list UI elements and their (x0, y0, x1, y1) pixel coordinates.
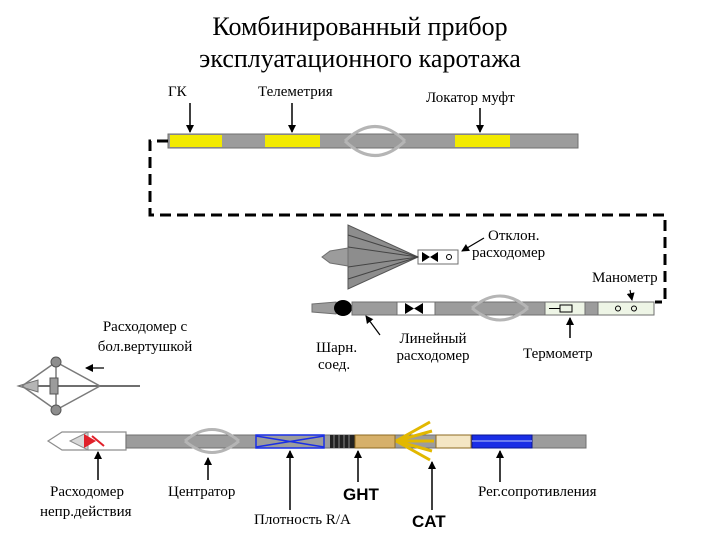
deflector-flowmeter (321, 224, 459, 290)
label-spinner-flowmeter-2: бол.вертушкой (97, 339, 193, 355)
label-hinge-joint-1: Шарн. (316, 340, 358, 356)
telemetry-section (265, 135, 320, 147)
arrow-icon (626, 289, 635, 301)
label-spinner-flowmeter-1: Расходомер с (102, 319, 188, 335)
label-collar-locator: Локатор муфт (426, 90, 515, 106)
label-deflector-flowmeter-1: Отклон. (488, 228, 540, 244)
cone-icon (347, 224, 420, 290)
centralizer-bow-icon (471, 294, 529, 322)
label-continuous-flowmeter-2: непр.действия (40, 504, 132, 520)
spinner-flowmeter (16, 356, 140, 416)
label-manometer: Манометр (592, 270, 658, 286)
label-telemetry: Телеметрия (258, 84, 333, 100)
label-continuous-flowmeter-1: Расходомер (50, 484, 124, 500)
gk-section (170, 135, 222, 147)
manometer-section (597, 301, 655, 316)
centralizer-bow-icon (343, 125, 407, 157)
upper-tool-string (167, 125, 579, 157)
label-hinge-joint-2: соед. (318, 357, 351, 373)
label-ght: GHT (343, 485, 379, 504)
label-centralizer: Центратор (168, 484, 236, 500)
thermometer-section (544, 301, 586, 316)
diagram-title-line1: Комбинированный прибор (212, 12, 508, 41)
label-deflector-flowmeter-2: расходомер (472, 245, 546, 261)
lower-tool-string (46, 420, 587, 462)
arrow-icon (365, 315, 381, 336)
upper-tube (167, 133, 579, 149)
middle-tool-string (311, 294, 655, 322)
label-density: Плотность R/A (254, 512, 351, 528)
label-resistivity: Рег.сопротивления (478, 484, 597, 500)
centralizer-bow-icon (184, 428, 240, 454)
arrow-icon (461, 237, 485, 252)
hinge-joint (334, 300, 352, 316)
dashed-connector (148, 139, 667, 304)
cat-section (395, 420, 434, 462)
label-thermometer: Термометр (523, 346, 593, 362)
collar-locator-section (455, 135, 510, 147)
label-linear-flowmeter-2: расходомер (396, 348, 470, 364)
label-cat: CAT (412, 512, 446, 531)
label-linear-flowmeter-1: Линейный (399, 331, 467, 347)
diagram-title-line2: эксплуатационного каротажа (199, 44, 521, 73)
label-gk: ГК (168, 84, 187, 100)
